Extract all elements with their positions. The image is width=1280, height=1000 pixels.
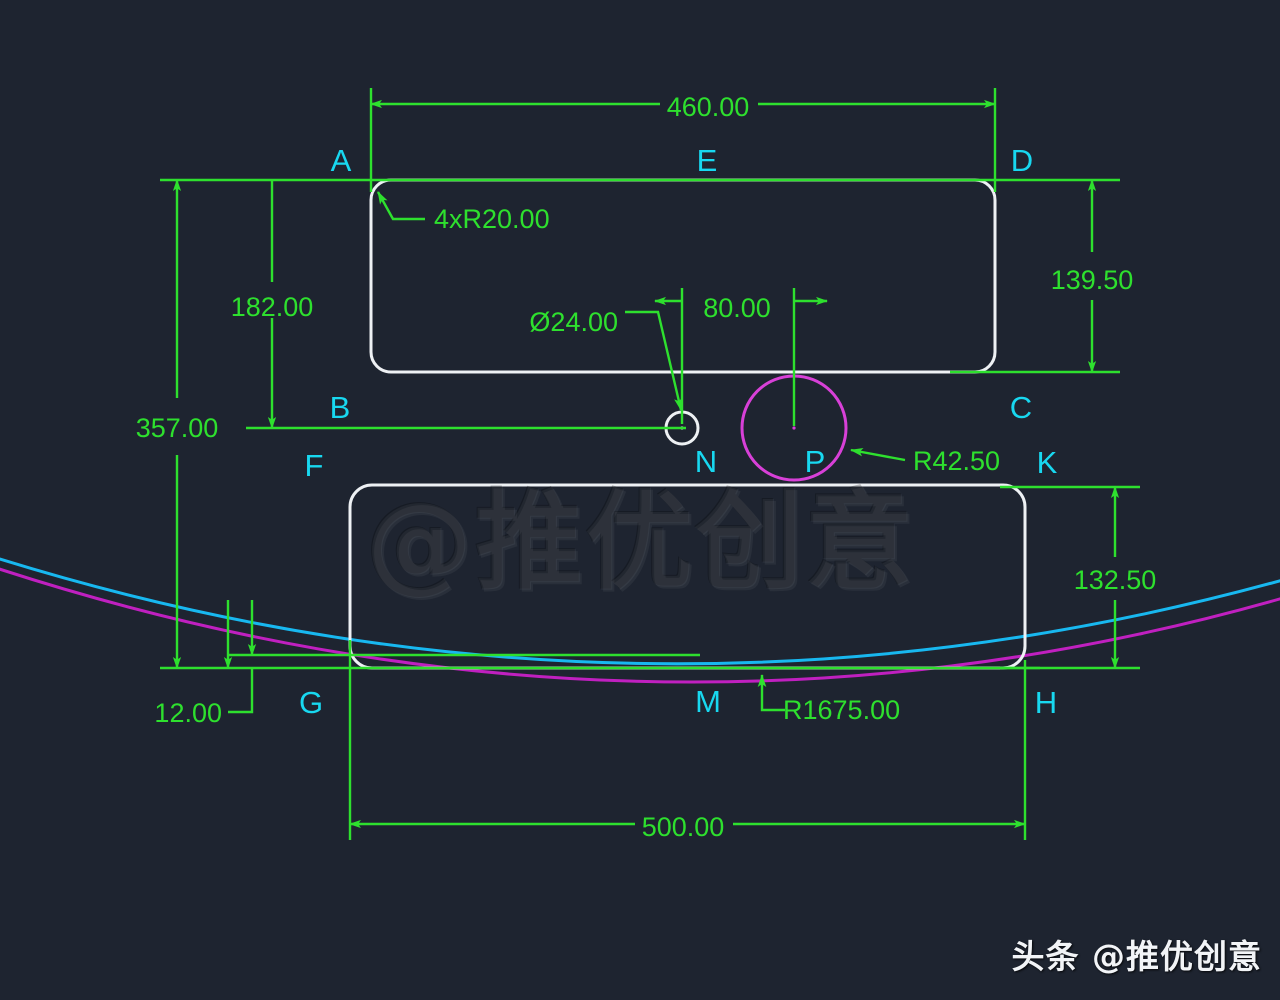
ann-r42-text: R42.50	[913, 446, 1000, 476]
dimension-357: 357.00	[136, 179, 219, 669]
watermark-corner-branding: 头条 @推优创意	[1011, 937, 1262, 976]
dim-139-text: 139.50	[1051, 265, 1134, 295]
ann-r1675-leader	[757, 674, 785, 712]
arc-curves	[0, 557, 1280, 684]
ann-r1675-text: R1675.00	[783, 695, 900, 725]
point-label-M: M	[695, 684, 721, 719]
point-label-H: H	[1035, 685, 1057, 720]
dimension-460: 460.00	[370, 92, 996, 122]
plate-outlines	[348, 178, 1027, 670]
arc-cyan-r1675	[0, 557, 1280, 666]
point-label-P: P	[805, 444, 826, 479]
point-labels: A E D B C F N P K G M H	[299, 143, 1058, 720]
point-label-N: N	[695, 444, 717, 479]
dim-500-text: 500.00	[642, 812, 725, 842]
annotation-r1675: R1675.00	[757, 674, 900, 725]
ann-r20-text: 4xR20.00	[434, 204, 550, 234]
extension-lines	[160, 88, 1140, 840]
point-label-K: K	[1037, 445, 1058, 480]
dim-12-text: 12.00	[154, 698, 222, 728]
annotation-d24: Ø24.00	[529, 307, 683, 411]
dim-132-text: 132.50	[1074, 565, 1157, 595]
ann-d24-text: Ø24.00	[529, 307, 618, 337]
ann-r42-leader	[850, 447, 906, 462]
point-label-B: B	[330, 390, 351, 425]
ann-d24-leader	[625, 310, 683, 411]
point-label-D: D	[1011, 143, 1033, 178]
point-label-F: F	[305, 448, 324, 483]
dimension-132: 132.50	[1074, 486, 1157, 669]
dimension-139: 139.50	[1051, 179, 1134, 373]
point-label-G: G	[299, 685, 323, 720]
dimension-80: 80.00	[654, 293, 828, 323]
ann-r20-leader	[376, 191, 425, 221]
point-label-E: E	[697, 143, 718, 178]
dim-460-text: 460.00	[667, 92, 750, 122]
annotation-r42: R42.50	[850, 446, 1000, 476]
point-label-A: A	[331, 143, 352, 178]
dim-182-text: 182.00	[231, 292, 314, 322]
dimension-182: 182.00	[231, 180, 314, 429]
arc-magenta-r1675	[0, 567, 1280, 684]
point-label-C: C	[1010, 390, 1032, 425]
dim-357-text: 357.00	[136, 413, 219, 443]
lower-plate-outline	[348, 483, 1027, 670]
big-circle-center-dot	[792, 426, 796, 430]
dimension-12: 12.00	[154, 600, 257, 728]
dimension-500: 500.00	[349, 812, 1026, 842]
dim-80-text: 80.00	[703, 293, 771, 323]
dim-12-leader	[228, 668, 254, 714]
annotation-r20: 4xR20.00	[376, 191, 550, 234]
